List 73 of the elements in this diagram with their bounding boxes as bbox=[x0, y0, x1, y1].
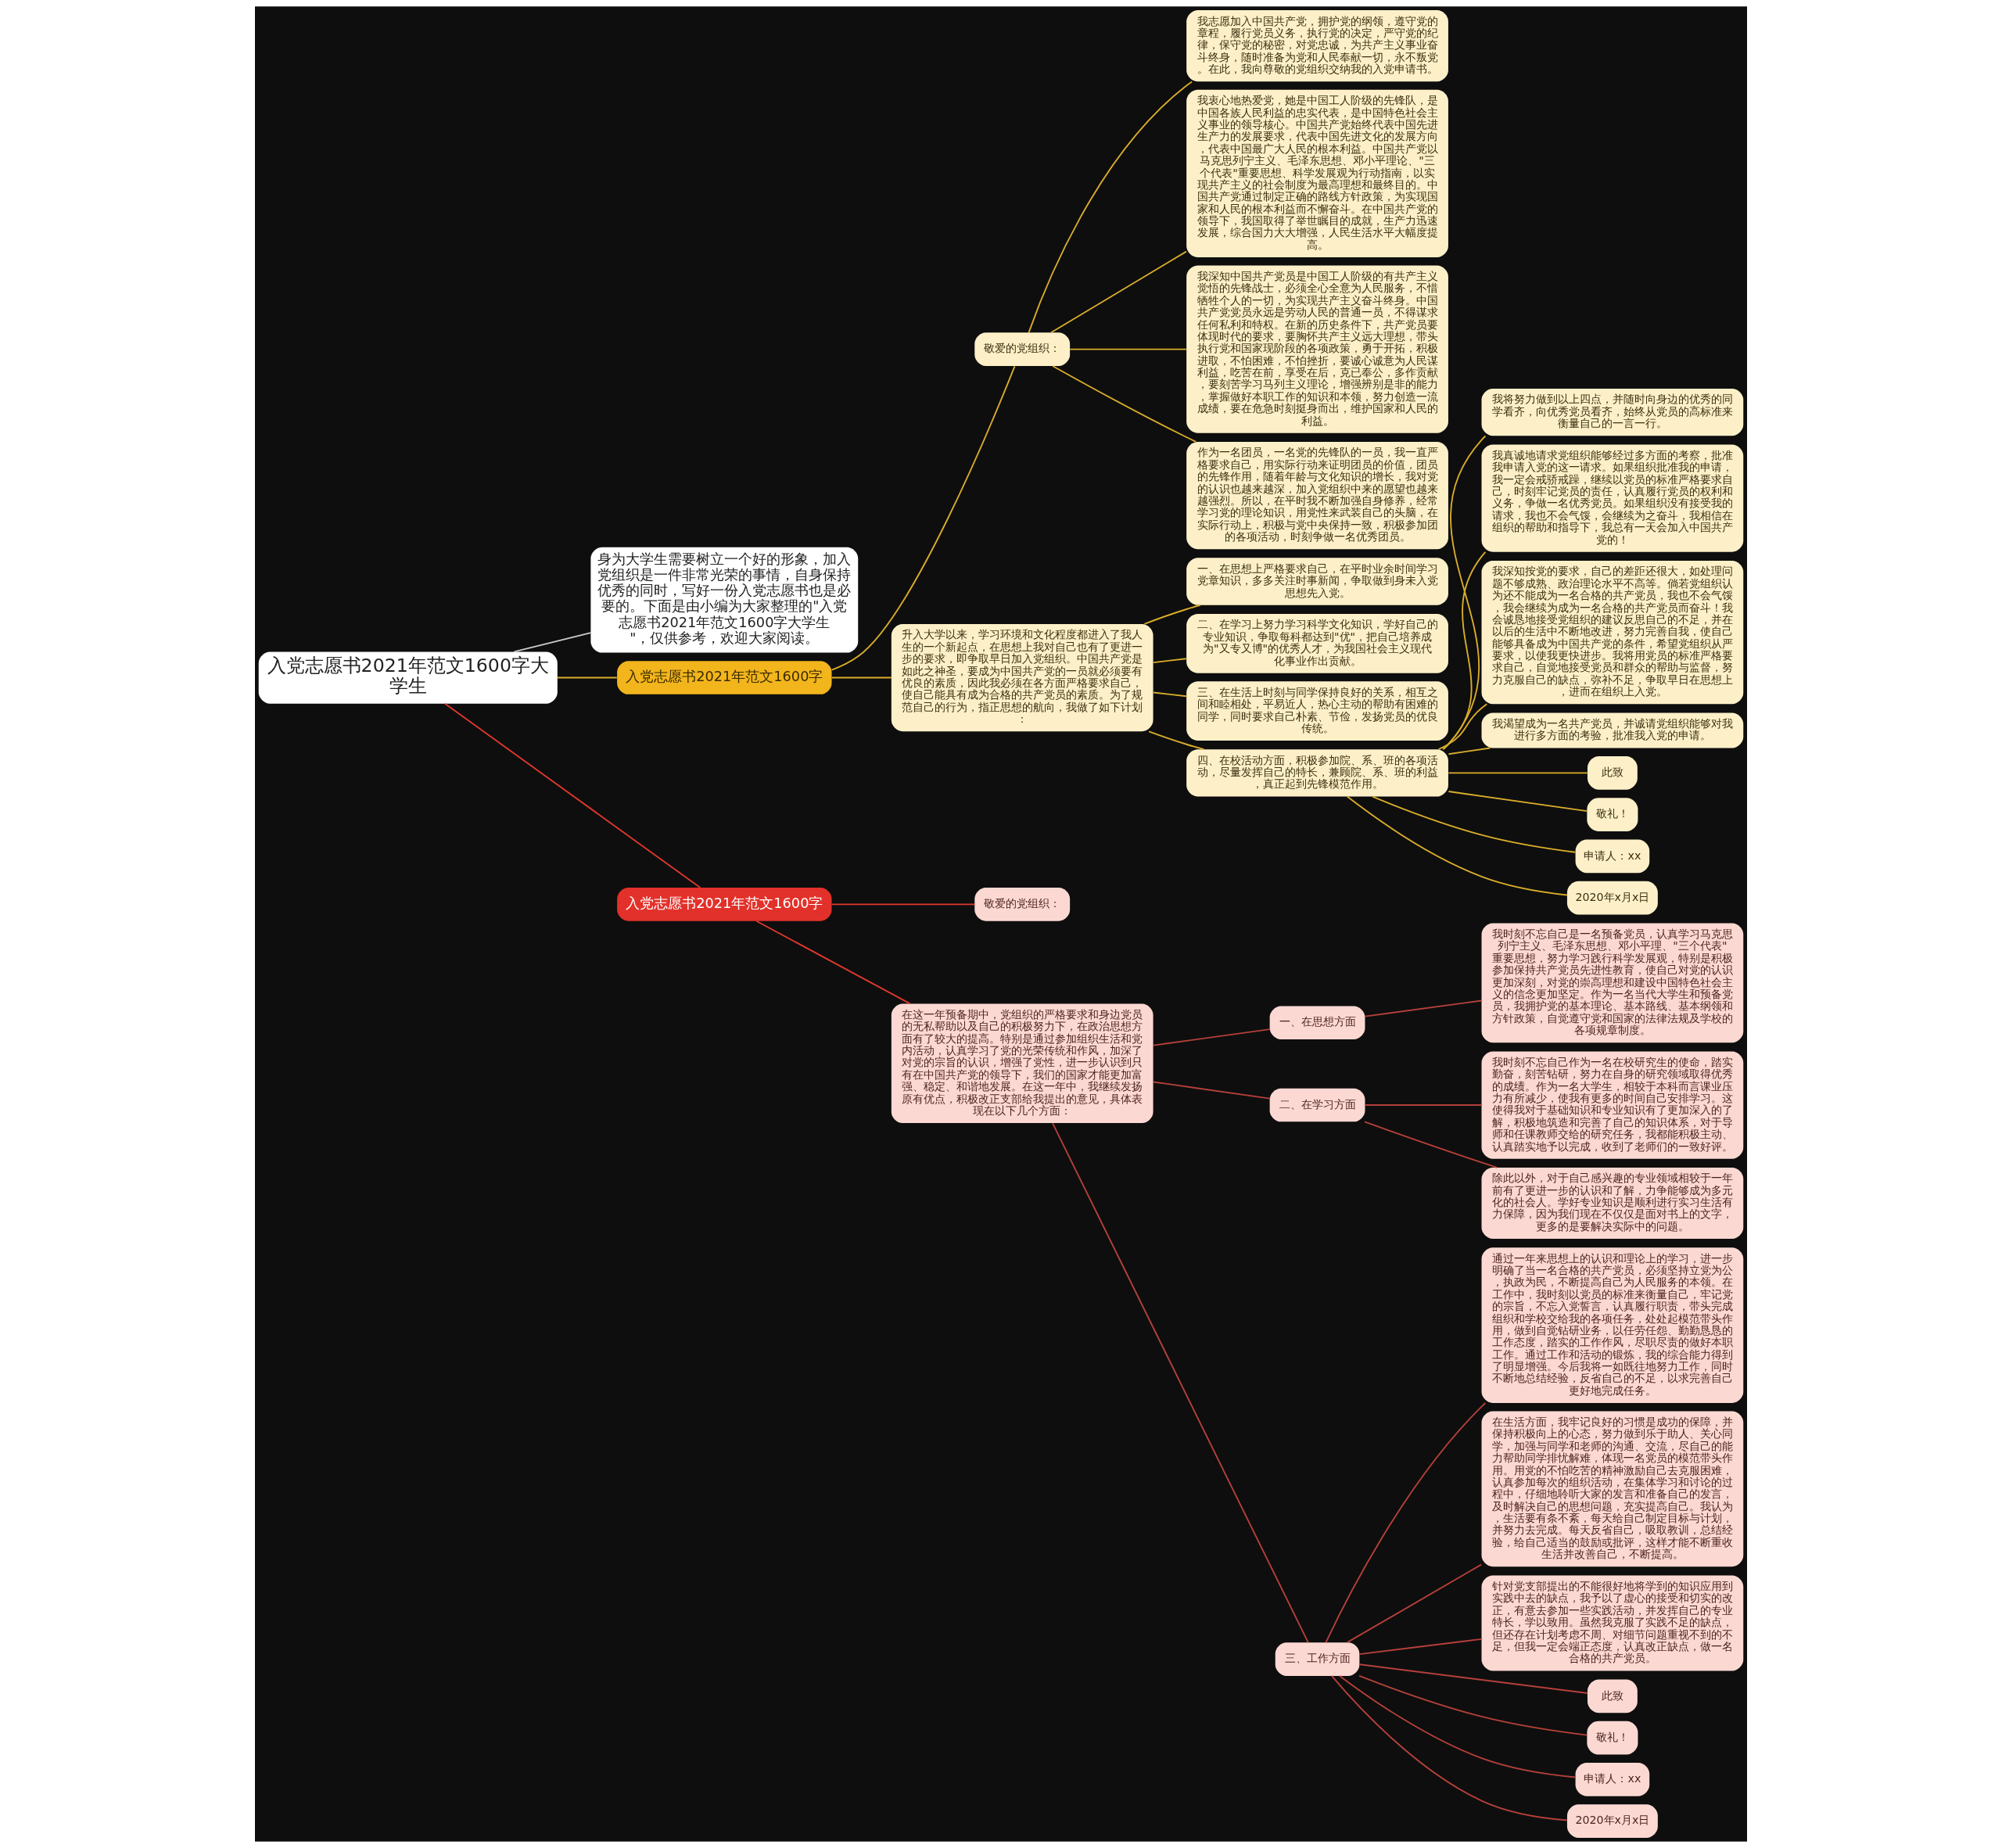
connector bbox=[444, 702, 701, 888]
node-box: 三、工作方面 bbox=[1275, 1642, 1360, 1676]
node-box: 敬爱的党组织： bbox=[974, 332, 1071, 366]
connector bbox=[1372, 795, 1577, 853]
connector bbox=[1448, 791, 1588, 813]
node-box: 我衷心地热爱党，她是中国工人阶级的先锋队，是中国各族人民利益的忠实代表，是中国特色社会主义事业的领导核心。中国共产党始终代表中国先进生产力的发展要求，代表中国先进文化的发展方向，代表中国最广大人民的根本利益。中国共产党以马克思列宁主义、毛泽东思想、邓小平理论、"三个代表"重要思想、科学发展观为行动指南，以实现共产主义的社会制度为最高理想和最终目的。中国共产党通过制定正确的路线方针政策，为实现国家和人民的根本利益而不懈奋斗。在中国共产党的领导下，我国取得了举世瞩目的成就，生产力迅速发展，综合国力大大增强，人民生活水平大幅度提高。 bbox=[1186, 89, 1448, 257]
node-box: 针对党支部提出的不能很好地将学到的知识应用到实践中去的缺点，我予以了虚心的接受和切实的改正，有意去参加一些实践活动，并发挥自己的专业特长，学以致用。虽然我克服了实践不足的缺点，但还存在计划考虑不周、对细节问题重视不到的不足，但我一定会端正态度，认真改正缺点，做一名合格的共产党员。 bbox=[1481, 1575, 1744, 1671]
connector bbox=[1148, 730, 1205, 751]
connector bbox=[1364, 999, 1483, 1017]
node-box: 在生活方面，我牢记良好的习惯是成功的保障，并保持积极向上的心态，努力做到乐于助人、关心同学，加强与同学和老师的沟通、交流，尽自己的能力帮助同学排忧解难，体现一名党员的模范带头作用。用党的不怕吃苦的精神激励自己去克服困难，认真参加每次的组织活动，在集体学习和讨论的过程中，仔细地聆听大家的发言和准备自己的发言，及时解决自己的思想问题，充实提高自己。我认为，生活要有条不紊，每天给自己制定目标与计划，并努力去完成。每天反省自己，吸取教训，总结经验，给自己适当的鼓励或批评，这样才能不断重收生活并改善自己，不断提高。 bbox=[1481, 1411, 1744, 1567]
node-box: 在这一年预备期中，党组织的严格要求和身边党员的无私帮助以及自己的积极努力下，在政治思想方面有了较大的提高。特别是通过参加组织生活和党内活动，认真学习了党的光荣传统和作风，加深了对党的宗旨的认识，增强了党性，进一步认识到只有在中国共产党的领导下，我们的国家才能更加富强、稳定、和谐地发展。在这一年中，我继续发扬原有优点，积极改正支部给我提出的意见，具体表现在以下几个方面： bbox=[891, 1003, 1153, 1124]
connector bbox=[1358, 1663, 1588, 1694]
connector bbox=[1153, 1028, 1271, 1046]
connector bbox=[1358, 1638, 1483, 1656]
node-box: 我将努力做到以上四点，并随时向身边的优秀的同学看齐，向优秀党员看齐，始终从党员的高标准来衡量自己的一言一行。 bbox=[1481, 388, 1744, 436]
connector bbox=[1050, 250, 1187, 334]
node-box: 敬爱的党组织： bbox=[974, 888, 1071, 921]
connector bbox=[1325, 1402, 1487, 1644]
connector bbox=[1346, 1563, 1483, 1644]
node-box: 我时刻不忘自己作为一名在校研究生的使命，踏实勤奋，刻苦钻研，努力在自身的研究领域取得优秀的成绩。作为一名大学生，相较于本科而言课业压力有所减少，使我有更多的时间自己安排学习。这使得我对于基础知识和专业知识有了更加深入的了解，积极地筑造和完善了自己的知识体系，对于导师和任课教师交给的研究任务，我都能积极主动、认真踏实地予以完成，收到了老师们的一致好评。 bbox=[1481, 1051, 1744, 1159]
connector bbox=[831, 676, 892, 679]
connector bbox=[1331, 1674, 1568, 1821]
connector bbox=[1437, 703, 1488, 751]
node-box: 除此以外，对于自己感兴趣的专业领域相较于一年前有了更进一步的认识和了解，力争能够成为多元化的社会人。学好专业知识是顺利进行实习生活有力保障，因为我们现在不仅仅是面对书上的文字，更多的是要解决实际中的问题。 bbox=[1481, 1167, 1744, 1239]
connector bbox=[1448, 772, 1588, 774]
node-box: 三、在生活上时刻与同学保持良好的关系，相互之间和睦相处，平易近人，热心主动的帮助有困难的同学，同时要求自己朴素、节俭，发扬党员的优良传统。 bbox=[1186, 681, 1448, 741]
node-box: 一、在思想上严格要求自己，在平时业余时间学习党章知识，多多关注时事新闻，争取做到身未入党思想先入党。 bbox=[1186, 558, 1448, 605]
node-box: 身为大学生需要树立一个好的形象，加入党组织是一件非常光荣的事情，自身保持优秀的同时，写好一份入党志愿书也是必要的。下面是由小编为大家整理的"入党志愿书2021年范文1600字大学生"，仅供参考，欢迎大家阅读。 bbox=[590, 547, 859, 653]
connector bbox=[831, 365, 1016, 671]
connector bbox=[1346, 795, 1568, 896]
node-box: 升入大学以来，学习环境和文化程度都进入了我人生的一个新起点，在思想上我对自己也有了更进一步的要求，即争取早日加入党组织。中国共产党是如此之神圣，要成为中国共产党的一员就必须要有优良的素质，因此我必须在各方面严格要求自己，使自己能具有成为合格的共产党员的素质。为了规范自己的行为，指正思想的航向，我做了如下计划： bbox=[891, 623, 1153, 732]
node-box: 我渴望成为一名共产党员，并诚请党组织能够对我进行多方面的考验，批准我入党的申请。 bbox=[1481, 712, 1744, 748]
node-box: 入党志愿书2021年范文1600字 bbox=[617, 888, 832, 921]
connector bbox=[1448, 747, 1491, 755]
connector bbox=[1052, 1122, 1309, 1644]
connector bbox=[1052, 365, 1197, 443]
node-box: 我深知中国共产党员是中国工人阶级的有共产主义觉悟的先锋战士，必须全心全意为人民服务，不惜牺牲个人的一切，为实现共产主义奋斗终身。中国共产党党员永远是劳动人民的普通一员，不得谋求任何私利和特权。在新的历史条件下，共产党员要体现时代的要求，要胸怀共产主义远大理想，带头执行党和国家现阶段的各项政策，勇于开拓，积极进取，不怕困难，不怕挫折，要诚心诚意为人民谋利益，吃苦在前，享受在后，克已奉公，多作贡献，要刻苦学习马列主义理论，增强辨别是非的能力，掌握做好本职工作的知识和本领，努力创造一流成绩，要在危急时刻挺身而出，维护国家和人民的利益。 bbox=[1186, 265, 1448, 433]
node-box: 申请人：xx bbox=[1575, 839, 1650, 874]
node-box: 通过一年来思想上的认识和理论上的学习，进一步明确了当一名合格的共产党员，必须坚持立党为公，执政为民，不断提高自己为人民服务的本领。在工作中，我时刻以党员的标准来衡量自己，牢记党的宗旨，不忘入党誓言，认真履行职责，带头完成组织和学校交给我的各项任务，处处起模范带头作用，做到自觉钻研业务，以任劳任怨、勤勤恳恳的工作态度，踏实的工作作风，尽职尽责的做好本职工作。通过工作和活动的锻炼，我的综合能力得到了明显增强。今后我将一如既往地努力工作，同时不断地总结经验，反省自己的不足，以求完善自己更好地完成任务。 bbox=[1481, 1247, 1744, 1403]
node-box: 此致 bbox=[1587, 1679, 1638, 1713]
connector bbox=[755, 920, 911, 1005]
node-box: 入党志愿书2021年范文1600字大学生 bbox=[258, 651, 558, 704]
connector bbox=[1364, 1121, 1498, 1168]
connector bbox=[1339, 1674, 1577, 1778]
node-box: 我志愿加入中国共产党，拥护党的纲领，遵守党的章程，履行党员义务，执行党的决定，严守党的纪律，保守党的秘密，对党忠诚，为共产主义事业奋斗终身，随时准备为党和人民奉献一切，永不叛党。在此，我向尊敬的党组织交纳我的入党申请书。 bbox=[1186, 10, 1448, 82]
node-box: 2020年x月x日 bbox=[1566, 1804, 1658, 1838]
connector bbox=[1028, 81, 1193, 334]
connector bbox=[1442, 435, 1487, 750]
node-box: 2020年x月x日 bbox=[1566, 881, 1658, 915]
node-box: 四、在校活动方面，积极参加院、系、班的各项活动，尽量发挥自己的特长，兼顾院、系、班的利益，真正起到先锋模范作用。 bbox=[1186, 749, 1448, 797]
node-box: 二、在学习上努力学习科学文化知识，学好自己的专业知识，争取每科都达到"优"，把自己培养成为"又专又博"的优秀人才，为我国社会主义现代化事业作出贡献。 bbox=[1186, 613, 1448, 673]
connector bbox=[556, 676, 618, 679]
connector bbox=[1153, 691, 1187, 698]
connector bbox=[831, 903, 975, 906]
connector bbox=[1358, 1674, 1588, 1736]
node-box: 我真诚地请求党组织能够经过多方面的考察，批准我申请入党的这一请求。如果组织批准我的申请，我一定会戒骄戒躁，继续以党员的标准严格要求自己，时刻牢记党员的责任，认真履行党员的权利和义务，争做一名优秀党员。如果组织没有接受我的请求，我也不会气馁，会继续为之奋斗，我相信在组织的帮助和指导下，我总有一天会加入中国共产党的！ bbox=[1481, 444, 1744, 552]
node-box: 申请人：xx bbox=[1575, 1763, 1650, 1796]
connector bbox=[1153, 658, 1187, 664]
connector bbox=[1069, 348, 1187, 350]
node-box: 敬礼！ bbox=[1587, 1721, 1638, 1755]
node-box: 二、在学习方面 bbox=[1269, 1088, 1365, 1122]
connector bbox=[513, 632, 592, 653]
connector bbox=[1364, 1104, 1483, 1106]
node-box: 我深知按党的要求，自己的差距还很大，如处理问题不够成熟、政治理论水平不高等。倘若党组织认为还不能成为一名合格的共产党员，我也不会气馁，我会继续为成为一名合格的共产党员而奋斗！我会诚恳地接受党组织的建议反思自己的不足，并在以后的生活中不断地改进，努力完善自我，使自己能够具备成为中国共产党的条件，希望党组织从严要求，以使我更快进步。我将用党员的标准严格要求自己，自觉地接受党员和群众的帮助与监督，努力克服自己的缺点，弥补不足，争取早日在思想上，进而在组织上入党。 bbox=[1481, 560, 1744, 705]
node-box: 我时刻不忘自己是一名预备党员，认真学习马克思列宁主义、毛泽东思想、邓小平理、"三个代表"重要思想，努力学习践行科学发展观，特别是积极参加保持共产党员先进性教育，使自己对党的认识更加深刻，对党的崇高理想和建设中国特色社会主义的信念更加坚定。作为一名当代大学生和预备党员，我拥护党的基本理论、基本路线、基本纲领和方针政策，自觉遵守党和国家的法律法规及学校的各项规章制度。 bbox=[1481, 923, 1744, 1043]
node-box: 一、在思想方面 bbox=[1269, 1006, 1365, 1040]
node-box: 敬礼！ bbox=[1587, 798, 1638, 831]
connector bbox=[1153, 1081, 1271, 1100]
node-box: 作为一名团员，一名党的先锋队的一员，我一直严格要求自己，用实际行动来证明团员的价值，团员的先锋作用，随着年龄与文化知识的增长，我对党的认识也越来越深，加入党组织中来的愿望也越来越强烈。所以，在平时我不断加强自身修养，经常学习党的理论知识，用党性来武装自己的头脑，在实际行动上，积极与党中央保持一致，积极参加团的各项活动，时刻争做一名优秀团员。 bbox=[1186, 441, 1448, 550]
connector bbox=[1442, 551, 1487, 751]
connector bbox=[1143, 604, 1201, 625]
node-box: 入党志愿书2021年范文1600字 bbox=[617, 661, 832, 694]
node-box: 此致 bbox=[1587, 756, 1638, 790]
